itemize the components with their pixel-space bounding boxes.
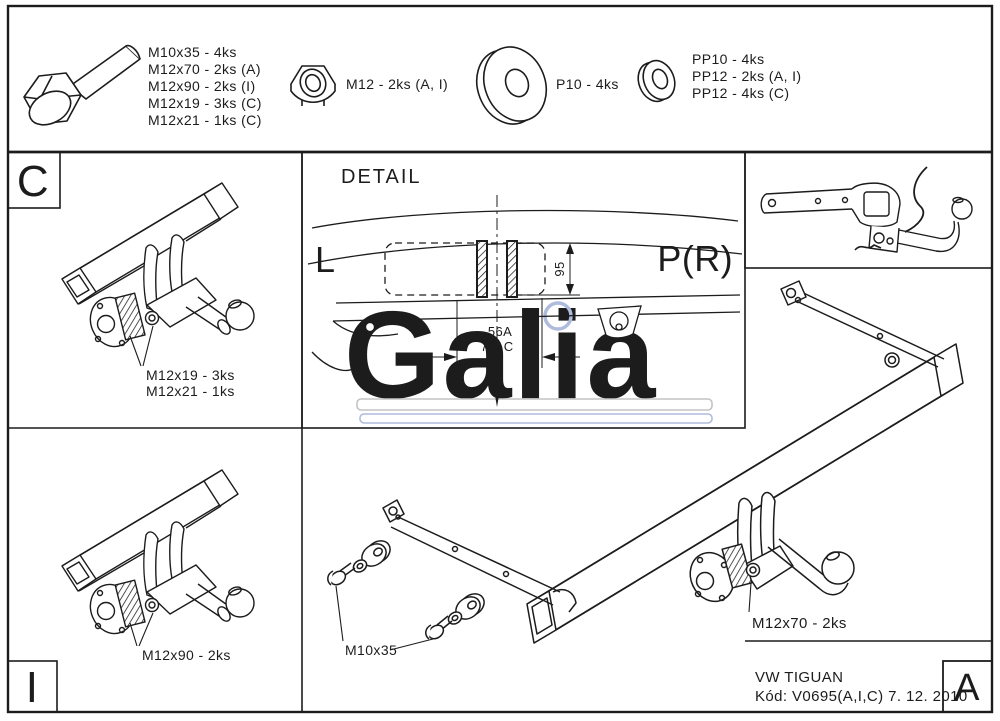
parts-legend: M10x35 - 4ks M12x70 - 2ks (A) M12x90 - 2… (23, 44, 802, 128)
dim-width-ic-label: 76I,C (480, 339, 513, 354)
cell-i-leader-lines (129, 612, 154, 647)
right-support-arm (780, 280, 945, 368)
watermark-bar-blue (359, 413, 713, 424)
watermark-bar-gray (356, 398, 713, 411)
cell-c-callout-1: M12x19 - 3ks (146, 367, 235, 383)
spring-washer-icon (637, 59, 676, 103)
dim-width-a-label: 56A (488, 324, 512, 339)
hex-nut-icon (290, 65, 336, 106)
bolt-label-4: M12x19 - 3ks (C) (148, 95, 262, 111)
title-block: VW TIGUAN Kód: V0695(A,I,C) 7. 12. 2010 … (755, 667, 980, 709)
m10x35-callout: M10x35 (345, 642, 397, 658)
cell-i: I M12x90 - 2ks (26, 469, 255, 712)
cell-c-callout-2: M12x21 - 1ks (146, 383, 235, 399)
detail-title: DETAIL (341, 166, 422, 188)
revision-letter: A (954, 667, 980, 709)
ball-mount (689, 491, 855, 603)
towbar-drawing-c (61, 182, 255, 354)
towbar-drawing-i (61, 469, 255, 641)
spring-washer-label-3: PP12 - 4ks (C) (692, 85, 789, 101)
code-line: Kód: V0695(A,I,C) 7. 12. 2010 (755, 688, 968, 705)
detail-left-marker: L (315, 239, 335, 280)
bolt-label-3: M12x90 - 2ks (I) (148, 78, 256, 94)
m12x70-callout: M12x70 - 2ks (752, 615, 847, 632)
flat-washer-label: P10 - 4ks (556, 76, 619, 92)
m12x70-leader-line (748, 582, 752, 613)
detail-view: DETAIL L P(R) (307, 166, 743, 407)
main-assembly (327, 280, 964, 651)
cell-c: C M12x19 - 3ks M12x21 - 1ks (17, 157, 255, 399)
galia-watermark: Galia (344, 287, 713, 425)
hex-bolt-icon (23, 44, 141, 126)
dim-height-label: 95 (552, 261, 567, 276)
side-view (760, 166, 973, 253)
spring-washer-label-1: PP10 - 4ks (692, 51, 764, 67)
nut-label: M12 - 2ks (A, I) (346, 76, 448, 92)
sheet-frame (6, 4, 994, 714)
vehicle-name: VW TIGUAN (755, 669, 843, 686)
m10x35-leader-lines (335, 585, 434, 651)
bolt-label-2: M12x70 - 2ks (A) (148, 61, 261, 77)
cell-c-letter: C (17, 157, 49, 206)
cross-beam (526, 343, 964, 644)
left-support-arm (382, 499, 577, 613)
bolt-washer-set-1 (327, 540, 391, 586)
cell-c-leader-lines (129, 325, 154, 367)
flat-washer-icon (475, 46, 548, 125)
cell-i-callout: M12x90 - 2ks (142, 647, 231, 663)
dim-95 (521, 242, 580, 296)
detail-right-marker: P(R) (657, 238, 733, 279)
cell-i-letter: I (26, 663, 39, 712)
bolt-label-1: M10x35 - 4ks (148, 44, 237, 60)
dim-width (420, 298, 580, 368)
spring-washer-label-2: PP12 - 2ks (A, I) (692, 68, 802, 84)
bolt-label-5: M12x21 - 1ks (C) (148, 112, 262, 128)
bolt-washer-set-2 (425, 593, 485, 640)
